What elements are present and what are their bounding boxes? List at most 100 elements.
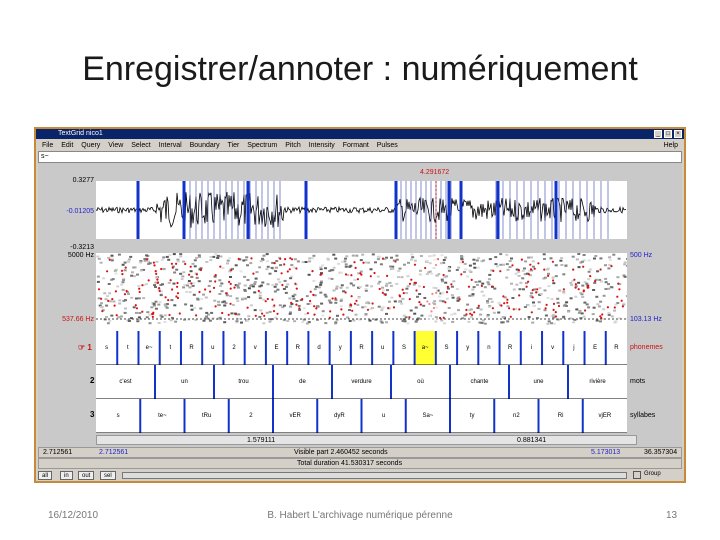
spectrogram-cell [623,275,627,278]
tier-segment[interactable]: a~ [421,345,429,351]
tier-segment[interactable]: un [181,379,188,385]
tier-segment[interactable]: chante [470,379,489,385]
spectrogram-cell [293,293,297,296]
tier-segment[interactable]: v [253,345,257,351]
spectrogram-panel[interactable] [96,253,630,331]
zoom-all-button[interactable]: all [38,471,53,480]
menu-edit[interactable]: Edit [61,142,74,149]
tier-segment[interactable]: E [593,345,598,351]
tier-segment[interactable]: t [169,345,172,351]
menu-pitch[interactable]: Pitch [285,142,301,149]
menu-boundary[interactable]: Boundary [189,142,220,149]
waveform-panel[interactable] [95,181,627,239]
tier-segment[interactable]: y [338,345,342,351]
praat-textgrid-window: TextGrid nico1 _ □ × File Edit Query Vie… [34,127,686,483]
zoom-out-button[interactable]: out [78,471,95,480]
tier-segment[interactable]: u [381,345,385,351]
tier-segment[interactable]: E [274,345,279,351]
visible-part-bar[interactable]: 2.712561 2.712561 Visible part 2.460452 … [38,447,682,458]
menu-formant[interactable]: Formant [342,142,369,149]
tier-segment[interactable]: R [189,345,194,351]
tier-segment[interactable]: u [211,345,215,351]
tier-segment[interactable]: rivière [589,379,606,385]
close-icon[interactable]: × [674,130,682,138]
tier-segment[interactable]: ty [469,413,475,419]
menu-select[interactable]: Select [131,142,151,149]
tier-segment[interactable]: dyR [334,413,345,419]
menu-interval[interactable]: Interval [158,142,182,149]
menu-tier[interactable]: Tier [227,142,240,149]
menu-pulses[interactable]: Pulses [376,142,398,149]
tier-segment[interactable]: t [127,345,129,351]
tier-segment[interactable]: s [116,413,120,419]
tier-segment[interactable]: i [530,345,533,351]
tier-segment[interactable]: trou [238,379,249,385]
zoom-sel-button[interactable]: sel [100,471,116,480]
tier-segment[interactable]: Sa~ [422,413,434,419]
tier-segment[interactable]: 2 [249,413,253,419]
window-titlebar[interactable]: TextGrid nico1 _ □ × [36,129,684,139]
spectrogram-cell [400,276,404,279]
tier-segment[interactable]: tRu [201,413,212,419]
tier-segment[interactable]: v [551,345,555,351]
tier-segment[interactable]: de [299,379,306,385]
spectrogram-cell [574,295,578,298]
tier-segment[interactable]: Ri [557,413,564,419]
spectrogram-cell [329,269,333,272]
tier-segment[interactable]: s [105,345,109,351]
tier-segment[interactable]: c'est [119,379,132,385]
tier-segment[interactable]: R [614,345,619,351]
tier-segment[interactable]: S [444,345,449,351]
tier-segment[interactable]: d [317,345,321,351]
selection-duration-bar[interactable]: 1.579111 0.881341 [96,435,637,445]
spectrogram-cell [494,256,498,259]
spectrogram-cell [231,267,234,270]
spectrogram-cell [532,301,535,304]
menu-view[interactable]: View [108,142,124,149]
tier-segment[interactable]: verdure [351,379,372,385]
tier-segment[interactable]: R [295,345,300,351]
tier-segment[interactable]: y [466,345,470,351]
spectrogram-cell [113,269,117,272]
horizontal-scrollbar[interactable] [122,472,627,479]
zoom-in-button[interactable]: in [60,471,73,480]
maximize-icon[interactable]: □ [664,130,672,138]
menu-query[interactable]: Query [81,142,101,149]
tier-3-panel[interactable] [96,399,627,433]
spectrogram-cell [397,300,401,303]
spectrogram-cell [385,282,389,285]
menu-file[interactable]: File [42,142,54,149]
tier-segment[interactable]: e~ [145,345,153,351]
menu-spectrum[interactable]: Spectrum [247,142,278,149]
spectrogram-cell [247,296,251,299]
tier-2-number[interactable]: 2 [90,376,95,385]
tier-segment[interactable]: n2 [513,413,520,419]
tier-3-number[interactable]: 3 [90,410,95,419]
tier-1-panel[interactable] [96,331,627,365]
tier-segment[interactable]: u [381,413,386,419]
tier-segment[interactable]: R [359,345,364,351]
spectrogram-cell [320,280,323,283]
menu-help[interactable]: Help [663,142,678,149]
tier-segment[interactable]: j [573,345,575,351]
tier-segment[interactable]: n [487,345,491,351]
tier-segment[interactable]: une [533,379,544,385]
minimize-icon[interactable]: _ [654,130,662,138]
tier-segment[interactable]: vER [289,413,301,419]
tier-segment[interactable]: S [401,345,406,351]
tier-segment[interactable]: te~ [158,413,167,419]
interval-text-field[interactable]: s~ [38,151,682,163]
tier-2-panel[interactable] [96,365,627,399]
tier-segment[interactable]: vjER [598,413,612,419]
spectrogram-cell [623,261,627,264]
menu-intensity[interactable]: Intensity [308,142,335,149]
total-duration-bar[interactable]: Total duration 41.530317 seconds [38,458,682,469]
tier-segment[interactable]: où [417,379,424,385]
spectrogram-cell [395,258,399,261]
formant-dot [408,282,412,285]
tier-segment[interactable]: R [507,345,513,351]
formant-dot [601,313,604,316]
tier-1-number[interactable]: ☞ 1 [78,343,92,352]
group-checkbox[interactable] [633,471,641,479]
tier-segment[interactable]: 2 [232,345,236,351]
